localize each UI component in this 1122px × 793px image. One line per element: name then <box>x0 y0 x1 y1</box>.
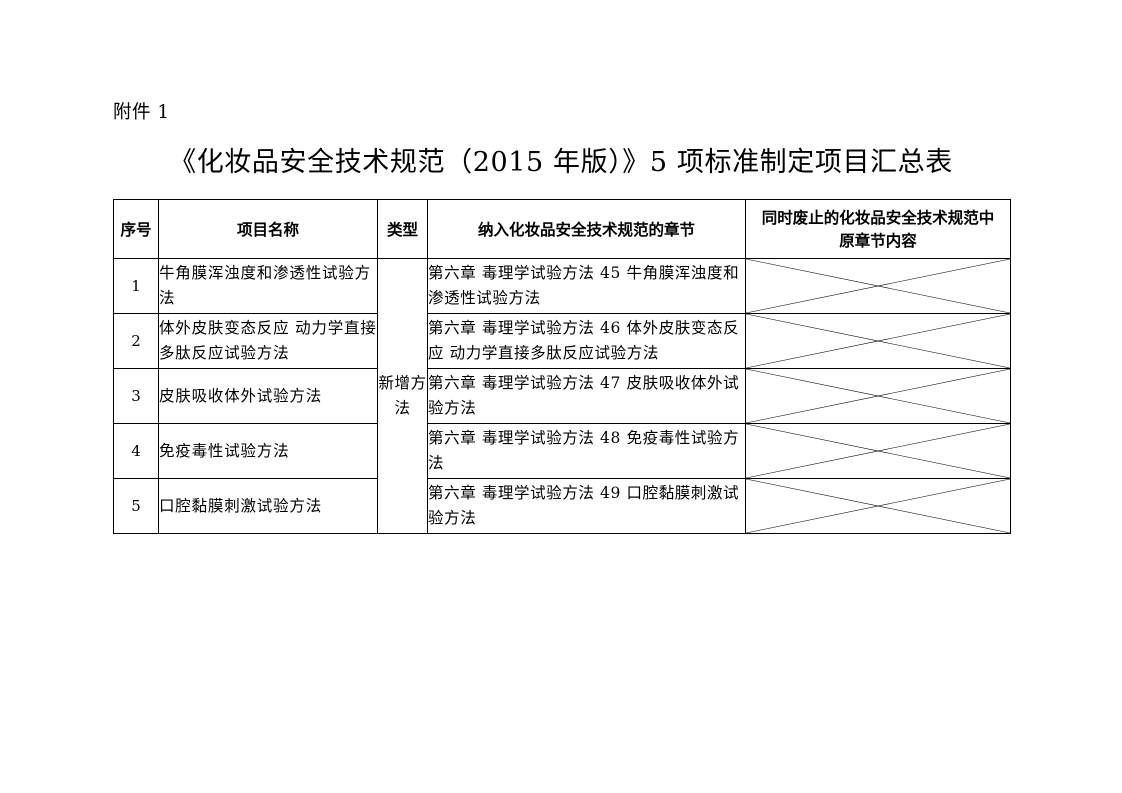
table-row: 2 体外皮肤变态反应 动力学直接多肽反应试验方法 第六章 毒理学试验方法 46 … <box>113 313 1011 369</box>
summary-table-container: 序号 项目名称 类型 纳入化妆品安全技术规范的章节 同时废止的化妆品安全技术规范… <box>113 199 1011 534</box>
summary-table: 序号 项目名称 类型 纳入化妆品安全技术规范的章节 同时废止的化妆品安全技术规范… <box>113 199 1011 534</box>
cell-index: 5 <box>113 478 159 534</box>
table-row: 1 牛角膜浑浊度和渗透性试验方法 新增方法 第六章 毒理学试验方法 45 牛角膜… <box>113 258 1011 534</box>
cell-project-name: 皮肤吸收体外试验方法 <box>158 368 378 424</box>
cross-out-icon <box>746 369 1010 423</box>
cell-abolish <box>745 313 1011 369</box>
column-header-chapter: 纳入化妆品安全技术规范的章节 <box>427 199 746 259</box>
column-header-abolish-line1: 同时废止的化妆品安全技术规范中 <box>761 208 995 227</box>
cell-project-name: 免疫毒性试验方法 <box>158 423 378 479</box>
cell-abolish <box>745 478 1011 534</box>
cell-chapter: 第六章 毒理学试验方法 45 牛角膜浑浊度和渗透性试验方法 <box>427 258 746 314</box>
cell-chapter: 第六章 毒理学试验方法 49 口腔黏膜刺激试验方法 <box>427 478 746 534</box>
column-header-abolish-line2: 原章节内容 <box>839 231 917 250</box>
cell-abolish <box>745 423 1011 479</box>
page-title: 《化妆品安全技术规范（2015 年版）》5 项标准制定项目汇总表 <box>169 147 953 178</box>
cell-project-name: 口腔黏膜刺激试验方法 <box>158 478 378 534</box>
cross-out-icon <box>746 424 1010 478</box>
cell-project-name: 牛角膜浑浊度和渗透性试验方法 <box>158 258 378 314</box>
table-row: 5 口腔黏膜刺激试验方法 第六章 毒理学试验方法 49 口腔黏膜刺激试验方法 <box>113 478 1011 534</box>
column-header-type: 类型 <box>377 199 428 259</box>
cell-chapter: 第六章 毒理学试验方法 48 免疫毒性试验方法 <box>427 423 746 479</box>
column-header-index: 序号 <box>113 199 159 259</box>
cell-index: 3 <box>113 368 159 424</box>
column-header-abolish: 同时废止的化妆品安全技术规范中 原章节内容 <box>745 199 1011 259</box>
cross-out-icon <box>746 259 1010 313</box>
table-row: 3 皮肤吸收体外试验方法 第六章 毒理学试验方法 47 皮肤吸收体外试验方法 <box>113 368 1011 424</box>
cell-type-merged: 新增方法 <box>377 258 428 534</box>
cell-project-name: 体外皮肤变态反应 动力学直接多肽反应试验方法 <box>158 313 378 369</box>
attachment-label: 附件 1 <box>113 102 170 123</box>
cross-out-icon <box>746 479 1010 533</box>
column-header-name: 项目名称 <box>158 199 378 259</box>
table-header-row: 序号 项目名称 类型 纳入化妆品安全技术规范的章节 同时废止的化妆品安全技术规范… <box>113 199 1011 259</box>
cell-index: 1 <box>113 258 159 314</box>
cell-abolish <box>745 258 1011 314</box>
cell-index: 4 <box>113 423 159 479</box>
cell-abolish <box>745 368 1011 424</box>
cell-chapter: 第六章 毒理学试验方法 47 皮肤吸收体外试验方法 <box>427 368 746 424</box>
table-row: 4 免疫毒性试验方法 第六章 毒理学试验方法 48 免疫毒性试验方法 <box>113 423 1011 479</box>
cross-out-icon <box>746 314 1010 368</box>
cell-chapter: 第六章 毒理学试验方法 46 体外皮肤变态反应 动力学直接多肽反应试验方法 <box>427 313 746 369</box>
cell-index: 2 <box>113 313 159 369</box>
